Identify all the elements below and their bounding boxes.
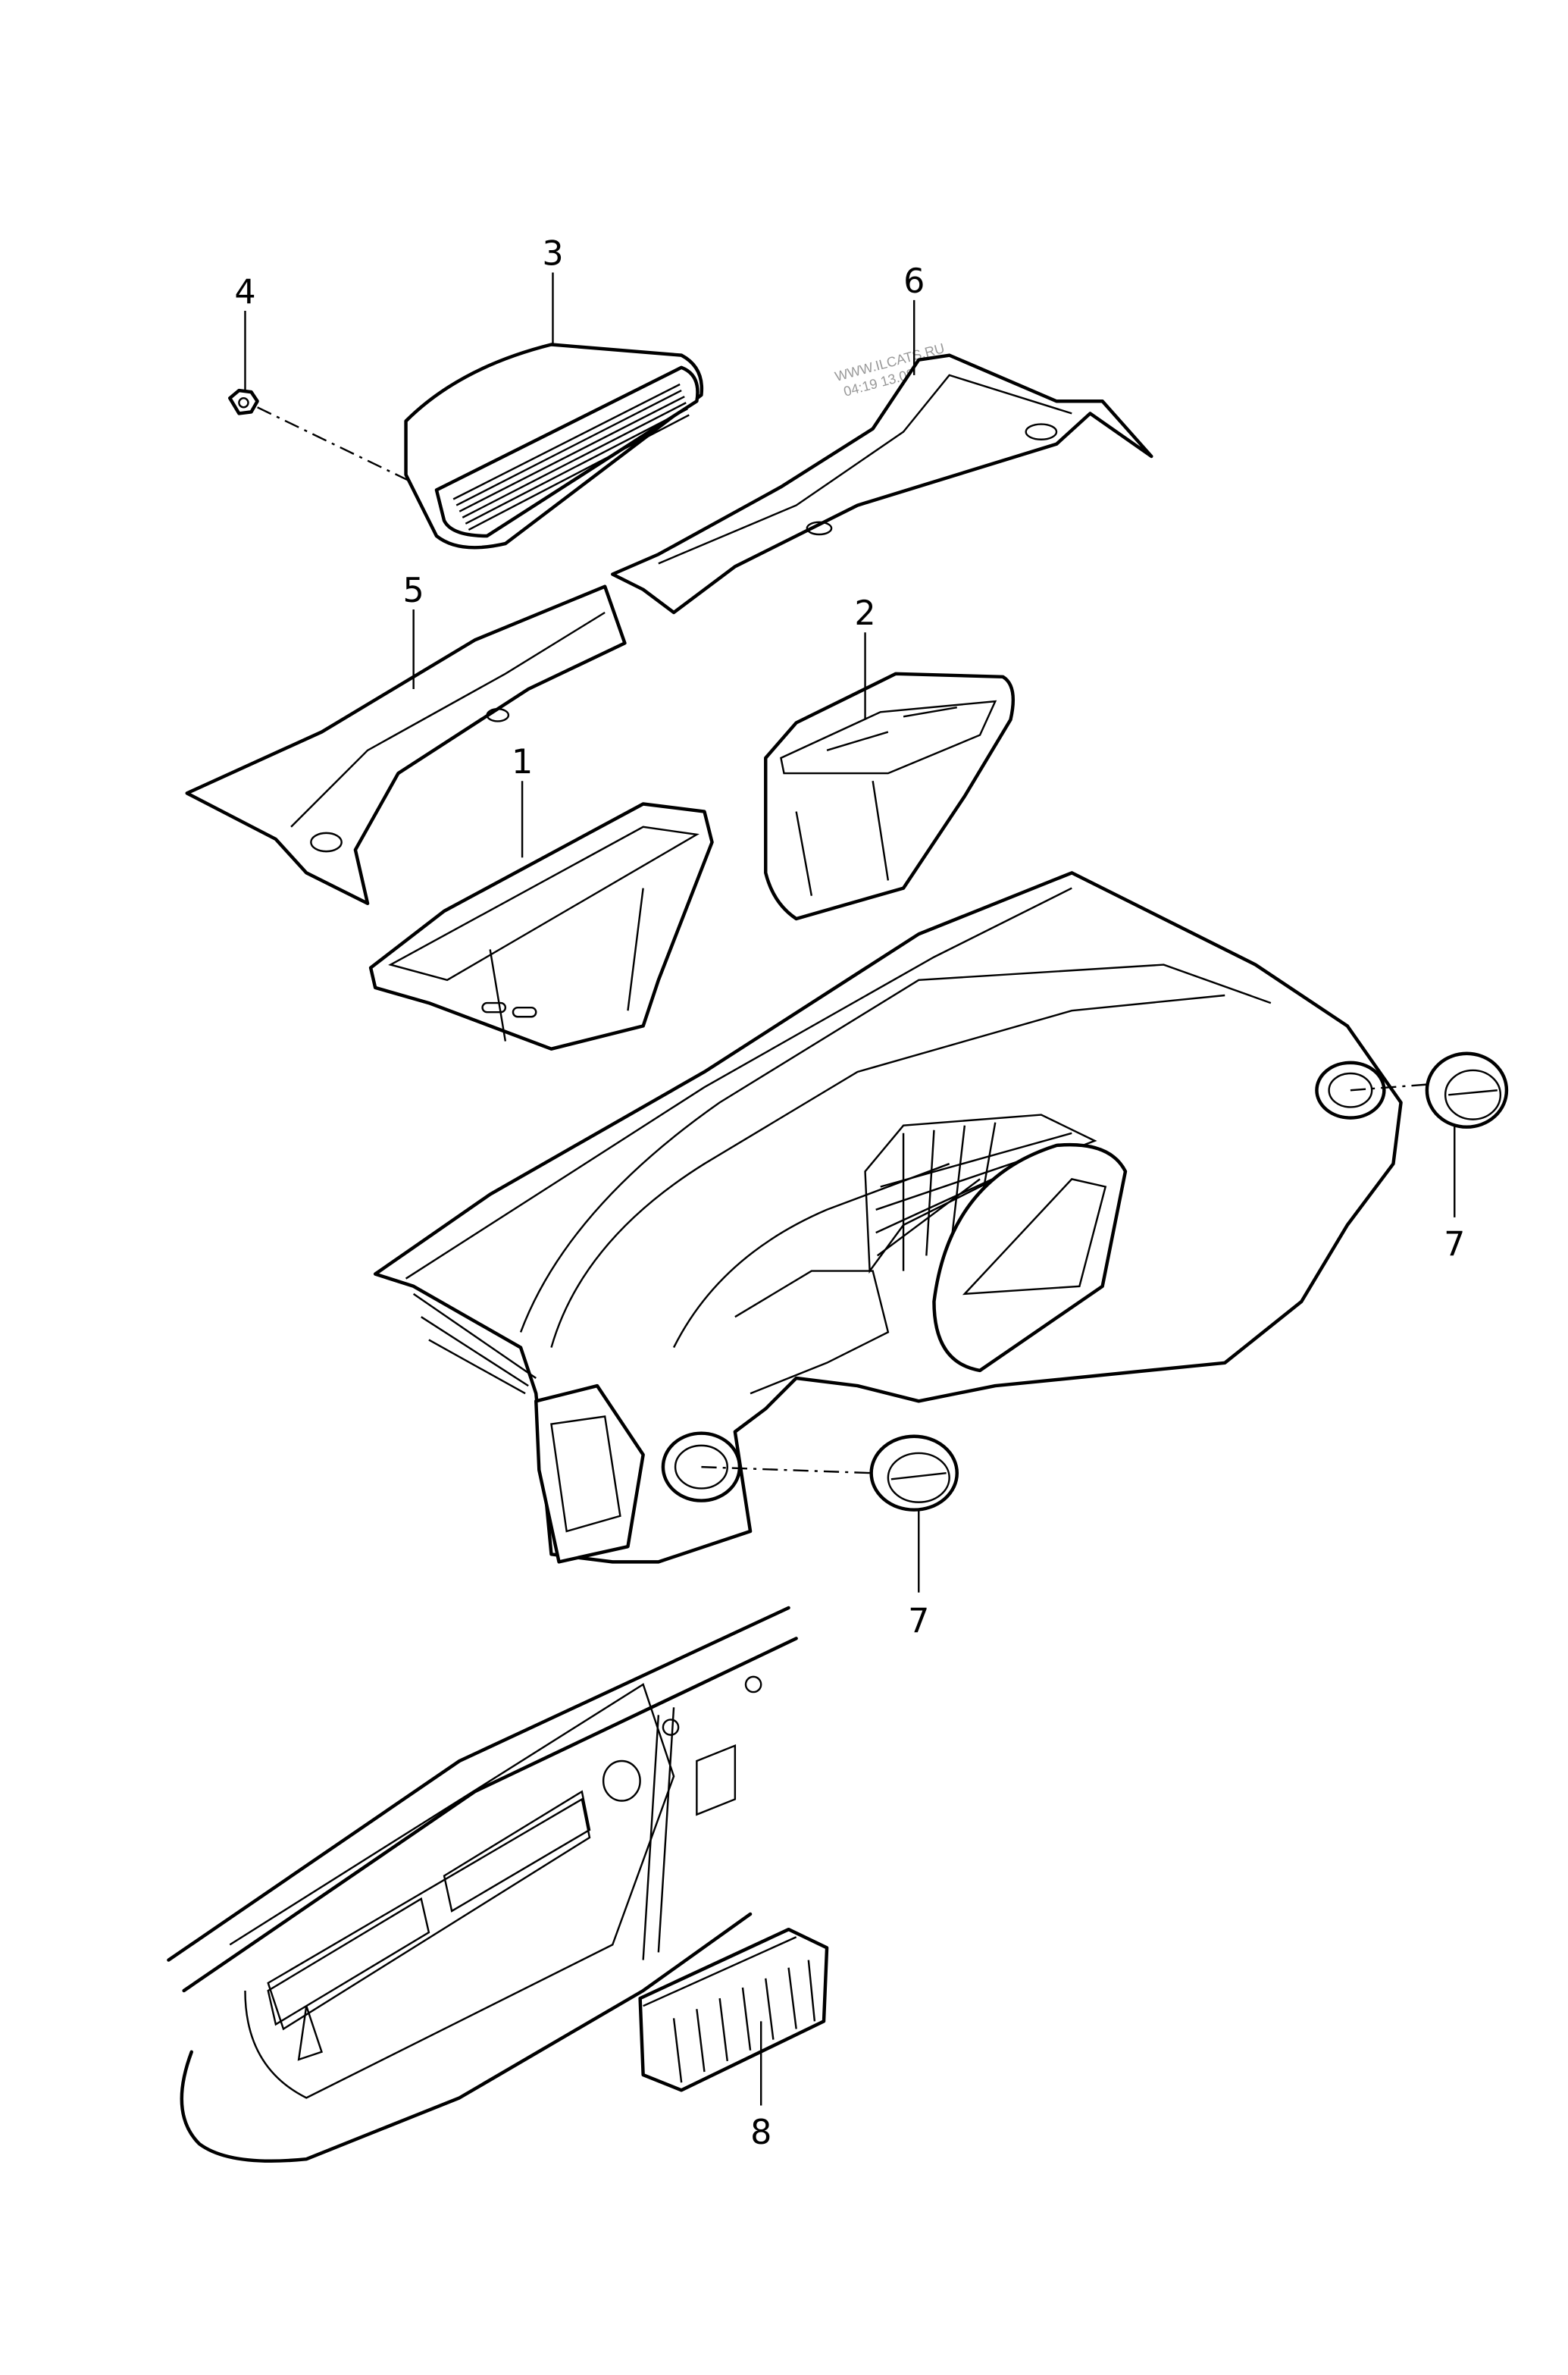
callout-2: 2	[854, 594, 875, 633]
part-5-left-channel	[185, 584, 627, 906]
callout-4: 4	[234, 273, 255, 312]
callout-7b: 7	[908, 1602, 929, 1640]
callout-7a: 7	[1444, 1225, 1465, 1264]
part-4-nut	[228, 388, 445, 499]
callout-5: 5	[403, 572, 424, 610]
leader-lines	[244, 272, 1456, 2106]
callout-3: 3	[542, 234, 563, 273]
callout-6: 6	[903, 262, 925, 301]
part-7-round-vent-right	[1425, 1051, 1509, 1129]
part-2-vent-duct	[764, 672, 1016, 921]
part-3-vent-housing	[404, 343, 704, 550]
lower-dash-panel	[167, 1606, 798, 2163]
callout-1: 1	[512, 743, 533, 782]
part-1-vent-duct	[368, 802, 714, 1051]
callouts: 1 2 3 4 5 6 7 7 8	[234, 234, 1465, 2152]
dashboard-panel	[373, 871, 1432, 1564]
part-8-vent-grille	[638, 1927, 829, 2092]
part-7-round-vent-left	[869, 1434, 959, 1512]
part-6-right-channel	[611, 353, 1153, 615]
callout-8: 8	[750, 2113, 771, 2152]
